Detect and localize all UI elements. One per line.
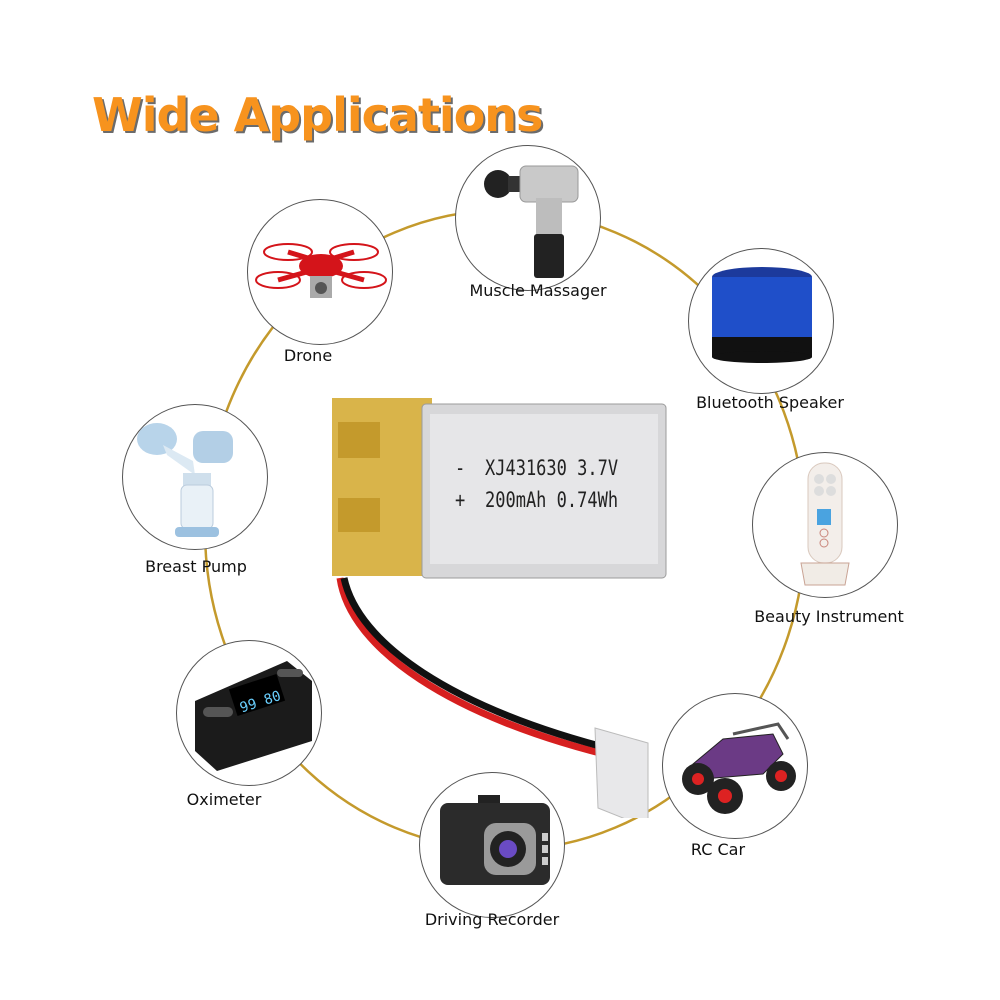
beauty-device-icon: [800, 462, 850, 586]
lipo-battery: - XJ431630 3.7V + 200mAh 0.74Wh: [330, 398, 670, 818]
label-beauty-instrument: Beauty Instrument: [754, 607, 904, 626]
app-rc-car: [662, 693, 808, 839]
battery-negative-mark: -: [455, 456, 466, 481]
oximeter-icon: 99 80: [195, 661, 312, 771]
label-oximeter: Oximeter: [186, 790, 262, 809]
battery-model-voltage: XJ431630 3.7V: [485, 456, 619, 481]
page-title: Wide Applications: [92, 88, 543, 142]
app-breast-pump: [122, 404, 268, 550]
app-muscle-massager: [455, 145, 601, 291]
label-driving-recorder: Driving Recorder: [424, 910, 560, 929]
drone-icon: [255, 243, 387, 298]
app-drone: [247, 199, 393, 345]
massage-gun-icon: [484, 165, 579, 278]
label-drone: Drone: [283, 346, 333, 365]
dashcam-icon: [440, 795, 550, 885]
battery-positive-mark: +: [455, 488, 466, 513]
label-breast-pump: Breast Pump: [145, 557, 247, 576]
battery-graphic: [332, 398, 667, 818]
speaker-icon: [712, 267, 812, 363]
rc-car-icon: [682, 722, 796, 814]
app-bluetooth-speaker: [688, 248, 834, 394]
app-beauty-instrument: [752, 452, 898, 598]
battery-capacity: 200mAh 0.74Wh: [485, 488, 619, 513]
label-muscle-massager: Muscle Massager: [469, 281, 607, 300]
label-rc-car: RC Car: [690, 840, 746, 859]
app-driving-recorder: [419, 772, 565, 918]
app-oximeter: 99 80: [176, 640, 322, 786]
label-bluetooth-speaker: Bluetooth Speaker: [696, 393, 844, 412]
breast-pump-icon: [137, 423, 233, 537]
